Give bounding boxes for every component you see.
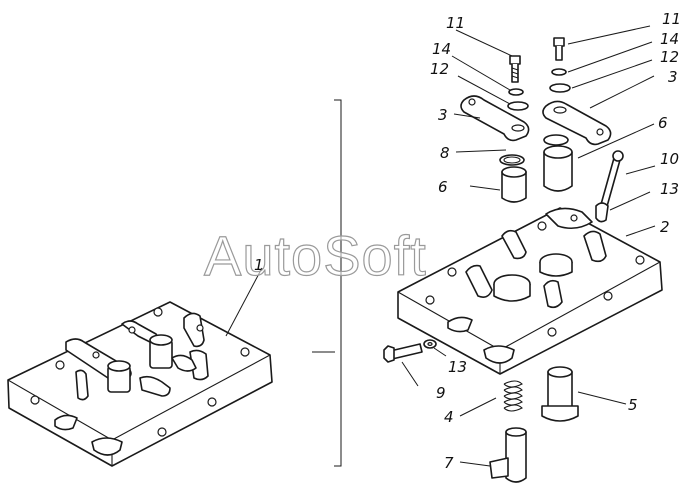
exploded-parts-lower [383, 339, 579, 483]
callout-11-left: 11 [446, 14, 465, 32]
callout-8: 8 [440, 144, 450, 162]
exploded-parts-right [542, 37, 624, 223]
callout-13-right: 13 [660, 180, 679, 198]
callout-13-lower: 13 [448, 358, 467, 376]
exploded-parts-left [460, 55, 530, 203]
callout-12-left: 12 [430, 60, 449, 78]
group-bracket [312, 99, 342, 467]
callout-6-right: 6 [658, 114, 668, 132]
callout-10: 10 [660, 150, 679, 168]
callout-9: 9 [436, 384, 446, 402]
callout-12-right: 12 [660, 48, 679, 66]
callout-2: 2 [660, 218, 670, 236]
callout-5: 5 [628, 396, 638, 414]
callout-6-left: 6 [438, 178, 448, 196]
callout-labels: 1 2 3 3 4 5 6 6 7 8 9 10 11 11 12 12 13 … [254, 10, 681, 472]
watermark-text: AutoSoft [204, 224, 427, 287]
callout-3-right: 3 [668, 68, 678, 86]
callout-7: 7 [444, 454, 454, 472]
callout-14-left: 14 [432, 40, 451, 58]
callout-4: 4 [444, 408, 454, 426]
base-plate-2 [397, 207, 663, 375]
assembled-plate-unit [7, 301, 273, 467]
callout-14-right: 14 [660, 30, 679, 48]
callout-1: 1 [254, 256, 264, 274]
callout-11-right: 11 [662, 10, 681, 28]
callout-3-left: 3 [438, 106, 448, 124]
callout-leaders [225, 25, 656, 467]
